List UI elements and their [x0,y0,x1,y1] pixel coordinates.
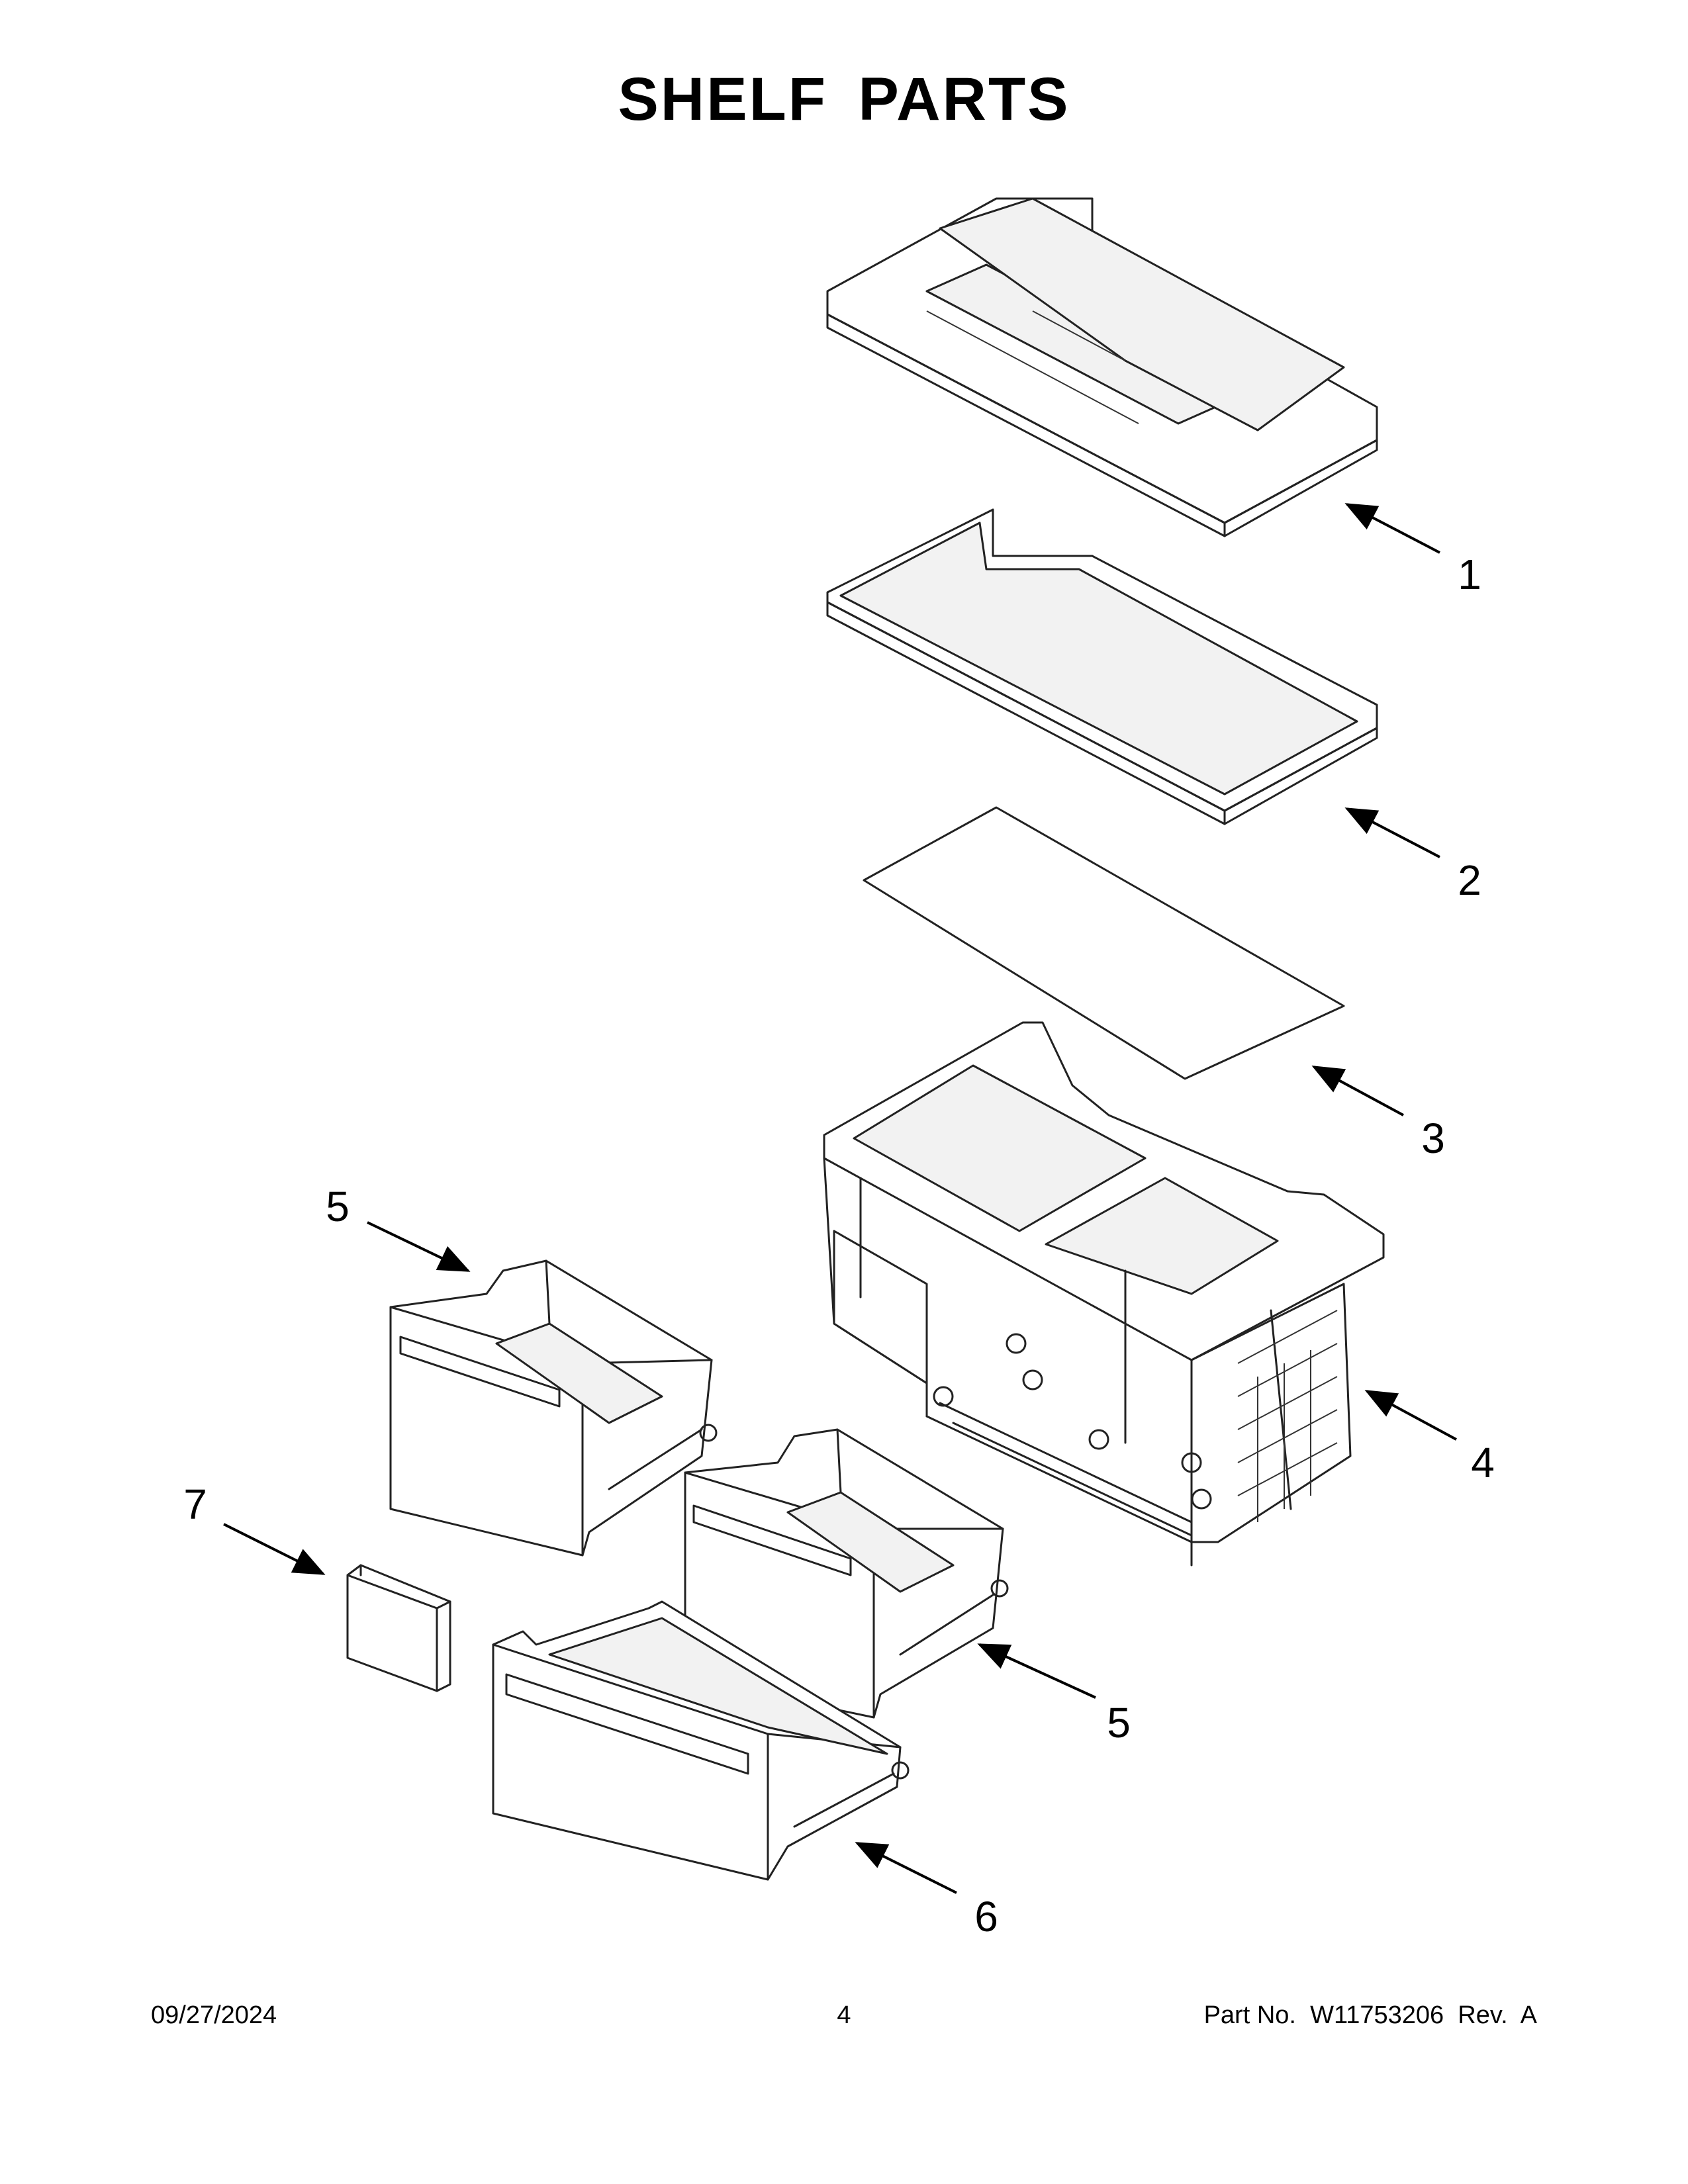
part-3-glass-panel [863,806,1345,1080]
callout-label-5a: 5 [326,1183,350,1230]
part-4-crisper-frame-assembly [823,1021,1385,1567]
callout-label-5b: 5 [1107,1699,1131,1747]
callout-label-1: 1 [1458,551,1481,598]
page-title: SHELF PARTS [618,66,1070,133]
callout-labels: 1 2 3 4 5 5 6 7 [183,551,1495,1940]
footer-date: 09/27/2024 [151,2001,277,2029]
part-6-shallow-drawer [492,1600,910,1881]
callout-label-6: 6 [974,1893,998,1940]
part-7-cartridge [346,1564,451,1692]
footer-part-number: Part No. W11753206 Rev. A [1203,2001,1537,2029]
part-2-shelf-frame [826,508,1378,825]
part-5-crisper-drawer-left [389,1259,718,1557]
callout-label-7: 7 [183,1480,207,1528]
callout-label-2: 2 [1458,856,1481,904]
callout-label-3: 3 [1421,1115,1445,1162]
callout-arrows [223,503,1457,1894]
footer-page-number: 4 [837,2001,851,2029]
part-5-crisper-drawer-right [684,1428,1009,1719]
callout-label-4: 4 [1471,1439,1495,1486]
part-1-shelf-cover [826,197,1378,537]
